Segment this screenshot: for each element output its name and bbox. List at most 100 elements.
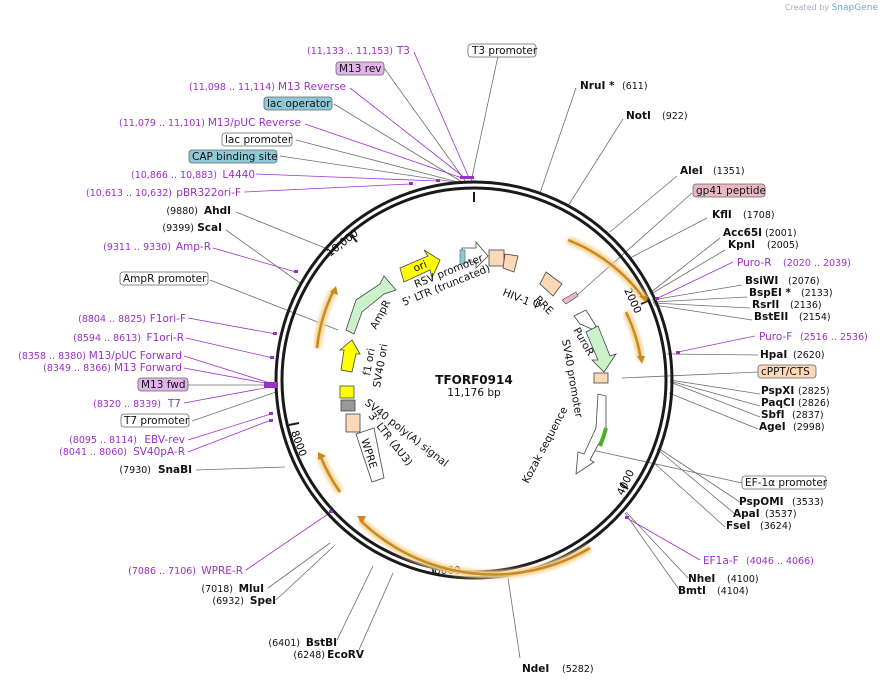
enzyme-name: PspOMI [739,496,784,508]
enzyme-labels-right: NruI * (611) NotI (922) AleI (1351) KflI… [522,80,833,675]
enzyme-pos: (3533) [792,497,824,508]
wpre-block [355,427,385,483]
enzyme-name: BstEII [754,311,788,323]
enzyme-name: NdeI [522,663,549,675]
m13-rev-label: M13 rev [339,63,382,75]
primer-f1ori-f-pos: (8804 .. 8825) [78,314,146,325]
enzyme-name: NheI [688,573,715,585]
enzyme-pos: (2076) [788,276,820,287]
boxed-labels: T3 promoter M13 rev lac operator lac pro… [119,43,828,490]
primer-wpre-r-pos: (7086 .. 7106) [128,566,196,577]
primer-sv40pa-r-name: SV40pA-R [133,446,185,458]
f1-ori-label: f1 ori [361,347,378,376]
primer-ebv-rev-pos: (8095 .. 8114) [69,435,137,446]
f1-ori-arrow [338,339,361,373]
ltr3-block [345,413,361,433]
ef1a-promoter-label: EF-1α promoter [745,477,828,489]
primer-m13reverse-pos: (11,098 .. 11,114) [189,82,275,93]
primer-f1ori-r-name: F1ori-R [147,332,184,344]
primer-t7-name: T7 [167,398,181,410]
enzyme-name: BsiWI [745,275,778,287]
enzyme-name: BstBI [306,637,337,649]
enzyme-name: SbfI [761,409,785,421]
enzyme-labels-left: EcoRV (6248) BstBI (6401) SpeI (6932) Ml… [119,205,364,661]
rre-label: RRE [532,294,556,318]
snapgene-credit: Created by SnapGene [785,3,878,13]
snapgene-logo: SnapGene [831,3,878,13]
primer-ampr-name: Amp-R [176,241,211,253]
ori-arrow [399,249,441,283]
primer-puro-f-name: Puro-F [759,331,792,343]
ltr5-block [488,249,505,267]
rre-block [539,271,563,297]
primer-m13puc-forward-name: M13/pUC Forward [89,350,182,362]
enzyme-pos: (4100) [727,574,759,585]
ampr-promoter-label: AmpR promoter [123,273,207,285]
enzyme-name: RsrII [752,299,779,311]
enzyme-pos: (2826) [798,398,830,409]
primer-m13forward-name: M13 Forward [114,362,182,374]
primer-leader-lines [183,51,756,571]
primer-labels-right: Puro-R (2020 .. 2039) Puro-F (2516 .. 25… [703,257,868,567]
enzyme-pos: (611) [622,81,648,92]
enzyme-pos: (6932) [212,596,244,607]
primer-m13puc-forward-pos: (8358 .. 8380) [18,351,86,362]
feature-leader-lines [188,55,759,484]
enzyme-name: SpeI [250,595,276,607]
enzyme-name: PaqCI [761,397,795,409]
enzyme-pos: (3624) [760,521,792,532]
cap-binding-site-label: CAP binding site [192,151,278,163]
enzyme-name: AhdI [204,205,231,217]
primer-t3-pos: (11,133 .. 11,153) [307,46,393,57]
primer-m13puc-reverse-name: M13/pUC Reverse [208,117,301,129]
inner-features [338,240,617,483]
tick-label-4000: 4000 [615,468,637,497]
sv40-polya-block [340,399,356,412]
enzyme-name: KflI [712,209,732,221]
enzyme-name: SnaBI [158,464,192,476]
enzyme-pos: (6401) [268,638,300,649]
enzyme-name: AgeI [759,421,786,433]
enzyme-pos: (6248) [293,650,325,661]
orf-arrows [313,236,649,579]
primer-m13reverse-name: M13 Reverse [278,81,346,93]
sv40-promoter-arrow [585,325,617,373]
enzyme-name: Acc65I [723,227,762,239]
ampr-arrow [345,275,397,335]
enzyme-pos: (2001) [765,228,797,239]
enzyme-pos: (9880) [166,206,198,217]
primer-l4440-name: L4440 [222,169,255,181]
sv40-ori-block [339,385,355,399]
enzyme-pos: (3537) [765,509,797,520]
enzyme-pos: (922) [662,111,688,122]
t3-promoter-label: T3 promoter [471,45,538,57]
primer-pbr322-name: pBR322ori-F [176,187,241,199]
enzyme-name: AleI [680,165,703,177]
enzyme-pos: (7930) [119,465,151,476]
cppt-cts-label: cPPT/CTS [761,366,810,378]
primer-puro-r-name: Puro-R [737,257,772,269]
enzyme-pos: (4104) [717,586,749,597]
primer-puro-f-pos: (2516 .. 2536) [800,332,868,343]
enzyme-pos: (2133) [801,288,833,299]
enzyme-name: EcoRV [327,649,365,661]
enzyme-pos: (2154) [799,312,831,323]
m13-fwd-label: M13 fwd [141,379,186,391]
primer-ebv-rev-name: EBV-rev [144,434,185,446]
primer-ef1a-f-pos: (4046 .. 4066) [746,556,814,567]
plasmid-name: TFORF0914 [435,373,512,387]
primer-labels: (11,133 .. 11,153) T3 (11,098 .. 11,114)… [18,45,410,577]
primer-m13forward-pos: (8349 .. 8366) [43,363,111,374]
ef1a-promoter-arrow [575,393,607,475]
primer-puro-r-pos: (2020 .. 2039) [783,258,851,269]
enzyme-pos: (9399) [162,223,194,234]
enzyme-pos: (2837) [792,410,824,421]
primer-ticks [264,176,680,519]
enzyme-name: ScaI [197,222,222,234]
enzyme-leader-lines [195,87,761,659]
plasmid-size: 11,176 bp [447,387,501,399]
ori-label: ori [412,259,429,275]
primer-t3-name: T3 [396,45,410,57]
primer-sv40pa-r-pos: (8041 .. 8060) [59,447,127,458]
